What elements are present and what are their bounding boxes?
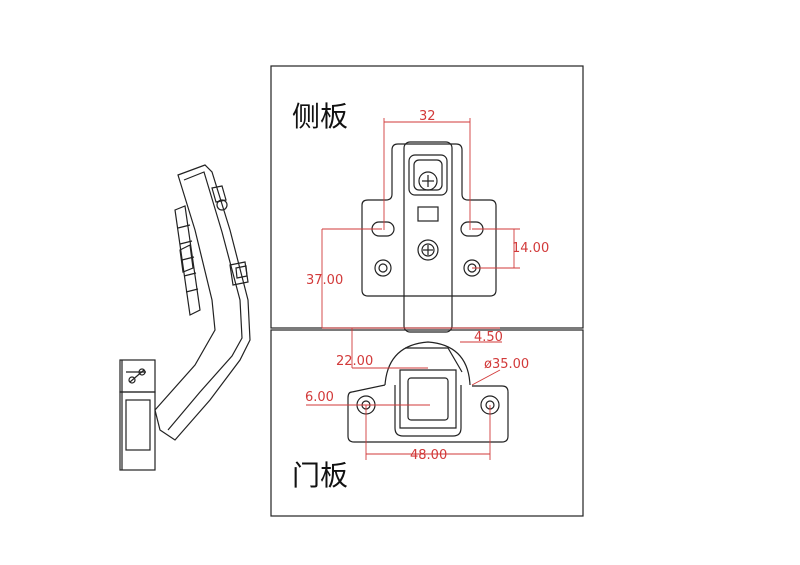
side-panel-label: 侧板 (292, 100, 348, 133)
dim-height: 37.00 (306, 273, 343, 288)
door-panel-label: 门板 (292, 459, 348, 492)
hinge-side-profile (119, 164, 251, 471)
dim-slot-offset: 14.00 (512, 241, 549, 256)
hinge-cup-plate (347, 341, 509, 443)
dim-screw-spacing: 48.00 (410, 448, 447, 463)
dim-cup-diameter: ø35.00 (484, 357, 529, 372)
dim-edge-offset: 6.00 (305, 390, 334, 405)
door-panel-frame (270, 329, 584, 517)
mounting-plate (361, 141, 497, 333)
dim-cup-offset: 22.00 (336, 354, 373, 369)
dim-hole-spacing: 32 (419, 109, 436, 124)
dim-gap: 4.50 (474, 330, 503, 345)
dimension-lines (306, 118, 520, 460)
